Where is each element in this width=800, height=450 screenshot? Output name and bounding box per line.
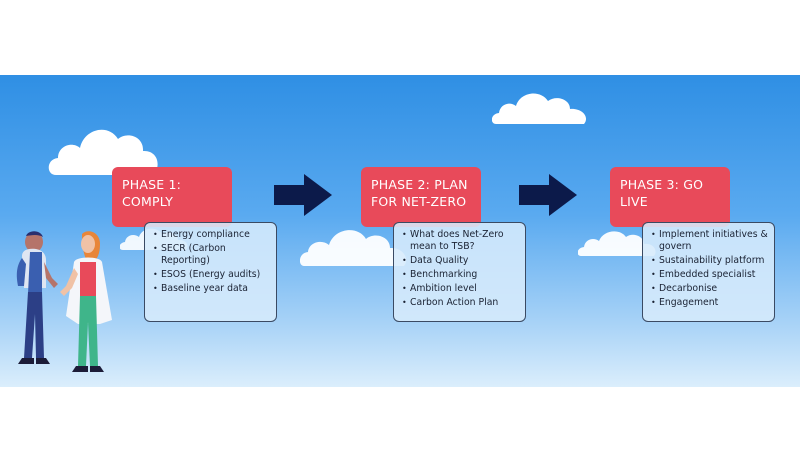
list-item: Engagement xyxy=(651,297,768,309)
list-item: Decarbonise xyxy=(651,283,768,295)
sky-banner: PHASE 1: COMPLY Energy compliance SECR (… xyxy=(0,75,800,387)
list-item: Embedded specialist xyxy=(651,269,768,281)
list-item: Carbon Action Plan xyxy=(402,297,519,309)
list-item: ESOS (Energy audits) xyxy=(153,269,270,281)
list-item: Ambition level xyxy=(402,283,519,295)
phase-2-list: What does Net-Zero mean to TSB? Data Qua… xyxy=(402,229,519,309)
cloud-icon xyxy=(48,129,158,175)
list-item: Implement initiatives & govern xyxy=(651,229,768,252)
list-item: Energy compliance xyxy=(153,229,270,241)
cloud-icon xyxy=(492,93,587,124)
list-item: Benchmarking xyxy=(402,269,519,281)
arrow-right-icon xyxy=(519,174,577,216)
cloud-icon xyxy=(578,231,656,256)
phase-1-title: PHASE 1: COMPLY xyxy=(112,167,232,227)
phase-3-box: Implement initiatives & govern Sustainab… xyxy=(642,222,775,322)
list-item: What does Net-Zero mean to TSB? xyxy=(402,229,519,252)
list-item: Data Quality xyxy=(402,255,519,267)
list-item: SECR (Carbon Reporting) xyxy=(153,243,270,266)
phase-1-box: Energy compliance SECR (Carbon Reporting… xyxy=(144,222,277,322)
cloud-icon xyxy=(300,230,407,266)
phase-2-box: What does Net-Zero mean to TSB? Data Qua… xyxy=(393,222,526,322)
people-illustration xyxy=(16,231,112,372)
phase-1-list: Energy compliance SECR (Carbon Reporting… xyxy=(153,229,270,295)
phase-3-title: PHASE 3: GO LIVE xyxy=(610,167,730,227)
list-item: Baseline year data xyxy=(153,283,270,295)
arrow-right-icon xyxy=(274,174,332,216)
phase-2-title: PHASE 2: PLAN FOR NET-ZERO xyxy=(361,167,481,227)
list-item: Sustainability platform xyxy=(651,255,768,267)
phase-3-list: Implement initiatives & govern Sustainab… xyxy=(651,229,768,309)
